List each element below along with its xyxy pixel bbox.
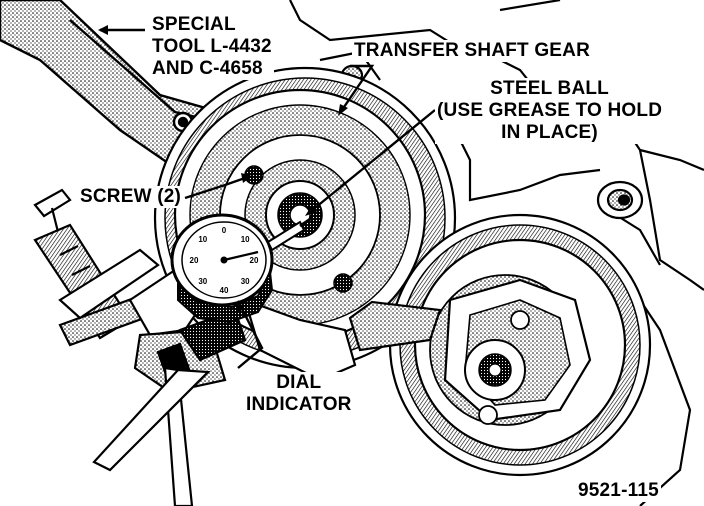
- label-special-tool: SPECIAL TOOL L-4432 AND C-4658: [150, 14, 274, 80]
- label-screw: SCREW (2): [78, 186, 184, 208]
- output-gear: [388, 213, 652, 477]
- label-transfer-shaft-gear: TRANSFER SHAFT GEAR: [352, 40, 593, 62]
- leader-steel-ball: [309, 109, 436, 213]
- dial-number: 20: [250, 256, 259, 265]
- dial-indicator: [170, 213, 313, 324]
- leader-dial-indicator: [237, 304, 264, 369]
- dial-number: 20: [190, 256, 199, 265]
- dial-number: 10: [241, 235, 250, 244]
- leader-transfer-gear: [341, 64, 375, 111]
- label-dial-indicator-line-2: INDICATOR: [246, 394, 352, 415]
- figure-number: 9521-115: [576, 480, 661, 502]
- dial-number: 10: [198, 235, 207, 244]
- indicator-clamp: [33, 188, 247, 506]
- leader-lines: [98, 25, 436, 369]
- dial-face-numbers: 0 10 20 30 40 30 20 10: [190, 226, 259, 295]
- label-steel-ball-line-2: (USE GREASE TO HOLD: [437, 100, 663, 121]
- dial-number: 30: [241, 277, 250, 286]
- dial-number: 0: [222, 226, 227, 235]
- dial-number: 30: [198, 277, 207, 286]
- label-dial-indicator-line-1: DIAL: [276, 372, 322, 393]
- label-steel-ball: STEEL BALL (USE GREASE TO HOLD IN PLACE): [435, 78, 665, 144]
- label-special-tool-line-1: SPECIAL: [152, 14, 236, 35]
- label-special-tool-line-2: TOOL L-4432: [152, 36, 272, 57]
- label-dial-indicator: DIAL INDICATOR: [244, 372, 354, 416]
- label-steel-ball-line-1: STEEL BALL: [490, 78, 609, 99]
- label-steel-ball-line-3: IN PLACE): [501, 122, 598, 143]
- label-special-tool-line-3: AND C-4658: [152, 58, 263, 79]
- leader-screw: [184, 176, 246, 200]
- case-web: [243, 298, 442, 382]
- dial-number: 40: [220, 286, 229, 295]
